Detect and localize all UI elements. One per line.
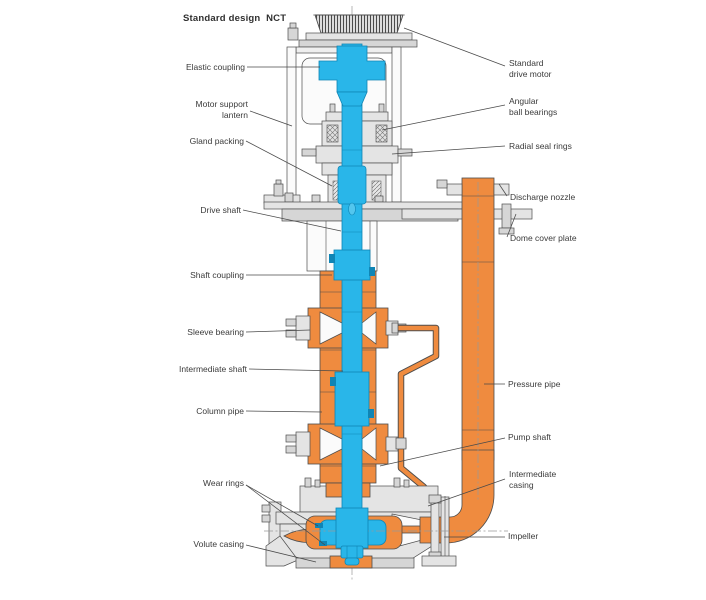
label-dome-cover-plate: Dome cover plate xyxy=(510,233,577,243)
diagram-title: Standard design NCT xyxy=(183,13,287,24)
leader-intermediate-casing xyxy=(427,478,506,507)
label-intermediate-shaft: Intermediate shaft xyxy=(178,364,247,374)
label-pump-shaft: Pump shaft xyxy=(508,432,551,442)
leader-pump-shaft xyxy=(379,437,506,467)
motor-fan-cover xyxy=(313,14,405,34)
leader-sleeve-bearing xyxy=(245,329,311,333)
wear-ring-upper xyxy=(315,523,323,528)
label-angular-ball-bearings: Angular ball bearings xyxy=(509,96,558,117)
label-motor-support-lantern: Motor support lantern xyxy=(195,99,248,120)
leader-wear-ring-2 xyxy=(245,484,326,546)
leader-motor-support-lantern xyxy=(249,110,293,127)
leader-volute-casing xyxy=(245,544,317,563)
label-elastic-coupling: Elastic coupling xyxy=(185,62,245,72)
discharge-nozzle-flange xyxy=(446,183,463,196)
leader-standard-drive-motor xyxy=(403,27,506,67)
leader-angular-ball-bearings xyxy=(381,104,506,131)
label-volute-casing: Volute casing xyxy=(193,539,244,549)
pump-shaft-hub xyxy=(335,507,369,549)
label-impeller: Impeller xyxy=(508,531,539,541)
label-column-pipe: Column pipe xyxy=(196,406,244,416)
shaft-coupling xyxy=(333,249,371,281)
leader-gland-packing xyxy=(245,140,333,187)
label-intermediate-casing: Intermediate casing xyxy=(509,469,557,490)
leader-wear-ring-1 xyxy=(245,484,319,527)
label-discharge-nozzle: Discharge nozzle xyxy=(510,192,576,202)
leader-radial-seal-rings xyxy=(391,145,506,155)
angular-ball-bearing-right xyxy=(375,124,388,143)
shaft-assembly xyxy=(318,43,386,566)
leader-dome-cover-plate xyxy=(506,213,517,238)
angular-ball-bearing-left xyxy=(326,124,339,143)
leader-intermediate-shaft xyxy=(248,368,344,372)
label-wear-rings: Wear rings xyxy=(203,478,244,488)
leader-lines xyxy=(242,27,517,563)
label-gland-packing: Gland packing xyxy=(189,136,244,146)
leader-discharge-nozzle xyxy=(498,183,508,197)
label-radial-seal-rings: Radial seal rings xyxy=(509,141,572,151)
intermediate-shaft-coupling xyxy=(334,371,370,427)
label-shaft-coupling: Shaft coupling xyxy=(190,270,244,280)
leader-drive-shaft xyxy=(242,209,342,232)
label-drive-shaft: Drive shaft xyxy=(200,205,241,215)
discharge-flange-joint xyxy=(421,494,457,567)
label-sleeve-bearing: Sleeve bearing xyxy=(187,327,244,337)
label-pressure-pipe: Pressure pipe xyxy=(508,379,561,389)
leader-column-pipe xyxy=(245,410,323,413)
label-standard-drive-motor: Standard drive motor xyxy=(509,58,552,79)
